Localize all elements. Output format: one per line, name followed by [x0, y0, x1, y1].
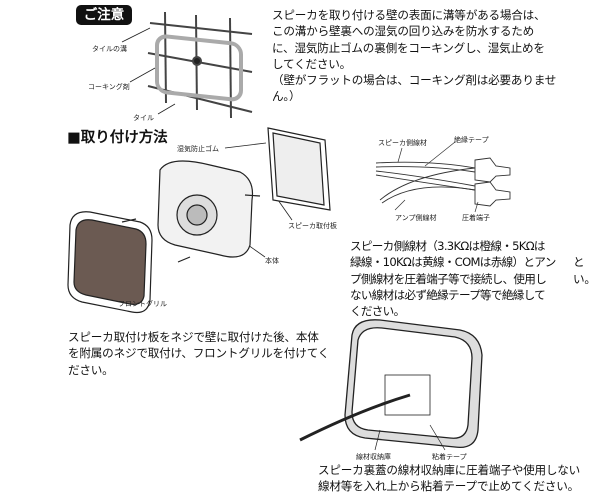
label-rubber: 湿気防止ゴム	[177, 145, 219, 153]
caution-badge: ご注意	[76, 5, 132, 25]
stray-text-1: と	[573, 255, 585, 269]
stray-text-2: い。	[573, 272, 596, 286]
label-caulking: コーキング剤	[88, 83, 130, 91]
install-text: スピーカ取付け板をネジで壁に取付けた後、本体 を附属のネジで取付け、フロントグリ…	[68, 330, 330, 377]
tile-wall-illustration	[147, 11, 253, 119]
label-crimp-terminal: 圧着端子	[462, 214, 490, 222]
label-amp-wire: アンプ側線材	[395, 214, 437, 222]
label-insulating-tape: 絶縁テープ	[454, 136, 489, 144]
wiring-text: スピーカ側線材（3.3KΩは橙線・5KΩは 緑線・10KΩは黄線・COMは赤線）…	[350, 239, 556, 319]
storage-text: スピーカ裏蓋の線材収納庫に圧着端子や使用しない 線材等を入れ上から粘着テープで止…	[318, 463, 581, 494]
wiring-illustration	[375, 141, 511, 213]
caution-text: スピーカを取り付ける壁の表面に溝等がある場合は、 この溝から壁裏への湿気の回り込…	[272, 8, 557, 104]
label-speaker-wire: スピーカ側線材	[378, 139, 427, 147]
install-heading: ■取り付け方法	[67, 130, 168, 146]
label-plate: スピーカ取付板	[288, 222, 337, 230]
label-body: 本体	[265, 257, 279, 265]
label-tile: タイル	[133, 114, 154, 122]
label-grill: フロントグリル	[118, 300, 167, 308]
label-tile-groove: タイルの溝	[92, 45, 127, 53]
label-adhesive-tape: 粘着テープ	[432, 453, 467, 461]
speaker-exploded-illustration	[67, 127, 331, 314]
speaker-back-illustration	[299, 319, 483, 451]
label-storage: 線材収納庫	[356, 453, 391, 461]
